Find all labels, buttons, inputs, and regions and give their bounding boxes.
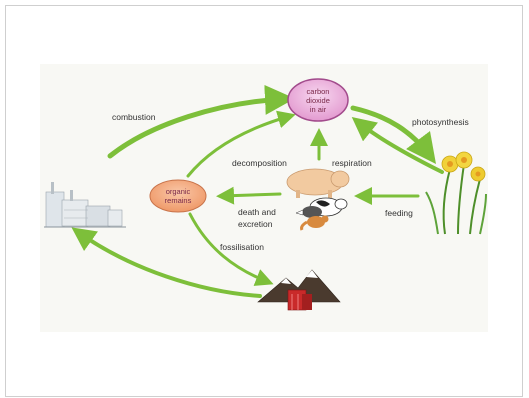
fossil-fuel-extraction-arrow [71,227,262,298]
organic-remains-line2: remains [165,196,192,205]
carbon-dioxide-line2: dioxide [306,96,330,105]
carbon-dioxide-line1: carbon [307,87,330,96]
death-label: death and [238,207,276,217]
organic-remains-node: organic remains [149,179,207,213]
death-excretion-arrow [216,186,282,205]
organic-remains-line1: organic [166,187,191,196]
fossilisation-label: fossilisation [220,242,264,252]
carbon-cycle-diagram: carbon dioxide in air organic remains co… [40,64,488,332]
photosynthesis-label: photosynthesis [412,117,469,127]
carbon-dioxide-node: carbon dioxide in air [287,78,349,122]
carbon-dioxide-line3: in air [310,105,327,114]
fossil-fuel-icon [287,289,312,311]
photosynthesis-arrow [350,105,437,164]
decomposition-label: decomposition [232,158,287,168]
respiration-label: respiration [332,158,372,168]
decomposition-arrow [186,110,296,178]
excretion-label: excretion [238,219,273,229]
plant-icon [425,151,487,235]
mountains-icon [257,269,341,303]
fox-icon [300,215,329,231]
factory-icon [44,182,126,228]
badger-icon [295,206,322,218]
combustion-arrow [107,84,295,159]
feeding-label: feeding [385,208,413,218]
fossilisation-arrow [188,212,274,286]
pig-icon [286,168,350,198]
combustion-label: combustion [112,112,156,122]
diagram-canvas: carbon dioxide in air organic remains co… [44,78,487,311]
plant-respiration-arrow [351,117,444,174]
